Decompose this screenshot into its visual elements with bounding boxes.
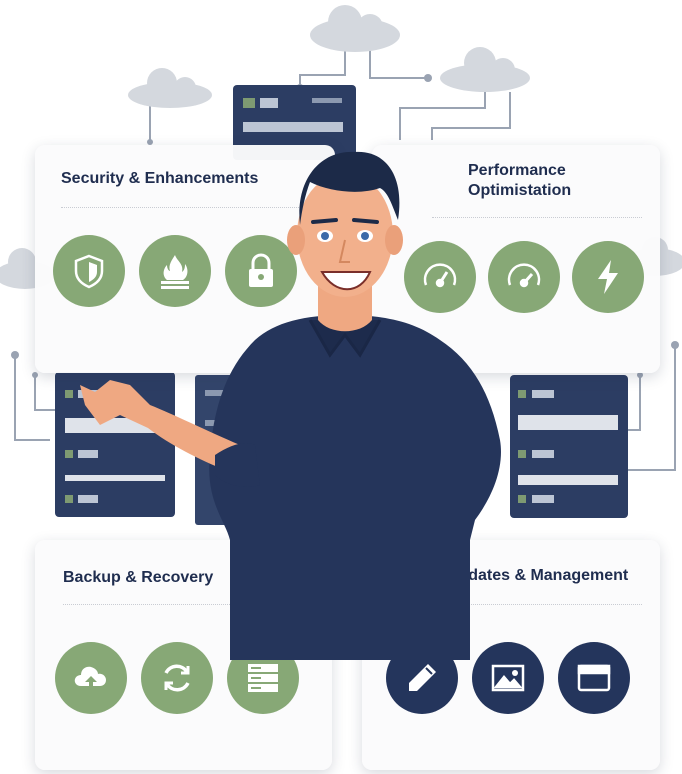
divider: [432, 217, 642, 218]
server-icon: [227, 642, 299, 714]
divider: [61, 207, 311, 208]
server-rack-center: [195, 375, 255, 525]
performance-card: Performance Optimistation: [372, 145, 660, 373]
shield-icon: [53, 235, 125, 307]
performance-card-title-line1: Performance: [468, 162, 566, 179]
content-card-title: Content Updates & Management: [382, 567, 629, 584]
server-rack-left: [55, 372, 175, 517]
performance-card-title-line2: Optimistation: [468, 182, 572, 199]
divider: [63, 604, 308, 605]
firewall-icon: [139, 235, 211, 307]
server-rack-right: [510, 375, 628, 518]
cloud: [128, 68, 212, 108]
cloud-upload-icon: [55, 642, 127, 714]
backup-card-title: Backup & Recovery: [63, 569, 214, 586]
security-card: Security & Enhancements: [35, 145, 335, 373]
security-card-title: Security & Enhancements: [61, 170, 259, 187]
content-card: Content Updates & Management: [362, 540, 660, 770]
speedometer-icon: [404, 241, 476, 313]
speedometer-icon: [488, 241, 560, 313]
lightning-icon: [572, 241, 644, 313]
sync-icon: [141, 642, 213, 714]
cloud: [310, 5, 400, 52]
cloud: [440, 47, 530, 92]
server-rack-top: [233, 85, 356, 160]
pencil-icon: [386, 642, 458, 714]
browser-window-icon: [558, 642, 630, 714]
image-icon: [472, 642, 544, 714]
lock-icon: [225, 235, 297, 307]
backup-card: Backup & Recovery: [35, 540, 332, 770]
divider: [382, 604, 642, 605]
